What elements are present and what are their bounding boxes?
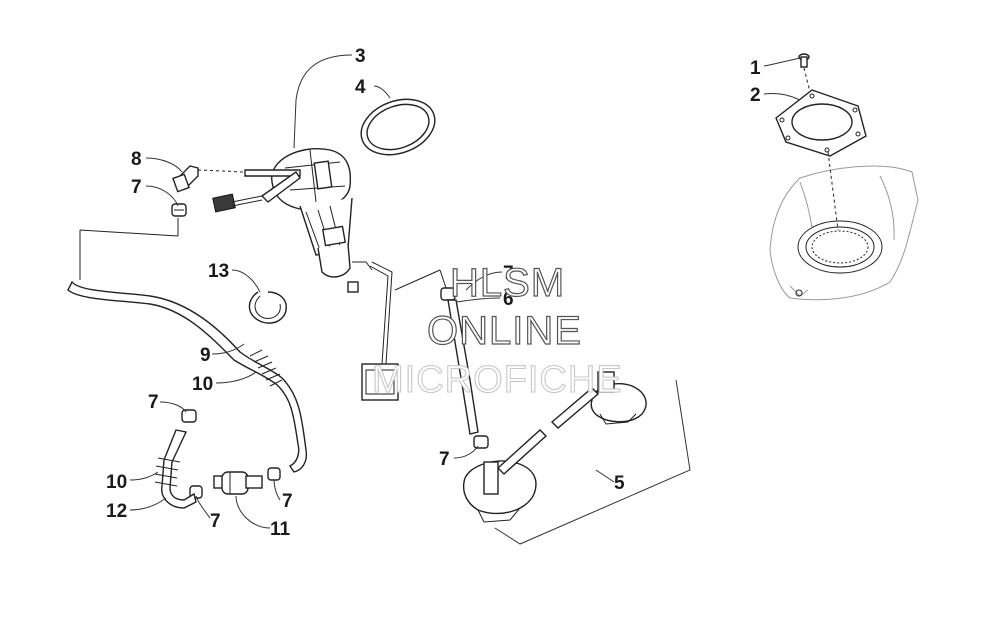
callout-8: 8 xyxy=(131,149,142,170)
fuel-hose xyxy=(67,218,308,473)
o-ring xyxy=(360,98,436,156)
watermark: HLSM ONLINE MICROFICHE xyxy=(371,260,623,401)
callout-1: 1 xyxy=(750,58,761,79)
callout-11: 11 xyxy=(270,519,291,540)
tank-gasket xyxy=(775,89,867,231)
fuel-tank-outline xyxy=(769,165,919,301)
callout-7-filter-right: 7 xyxy=(282,491,293,512)
callout-7-left: 7 xyxy=(148,392,159,413)
callout-10-short: 10 xyxy=(106,472,127,493)
callout-9: 9 xyxy=(200,345,211,366)
callout-6: 6 xyxy=(503,289,514,310)
screw xyxy=(798,53,811,93)
callout-4: 4 xyxy=(355,77,366,98)
watermark-microfiche: MICROFICHE xyxy=(372,359,623,401)
callout-7-lower: 7 xyxy=(439,449,450,470)
elbow-fitting xyxy=(172,165,245,193)
spring-guard-main xyxy=(249,349,283,387)
callout-7-upper: 7 xyxy=(131,177,142,198)
fuel-filter xyxy=(213,471,263,495)
callout-7-filter-left: 7 xyxy=(210,511,221,532)
callout-13: 13 xyxy=(208,261,229,282)
callout-12: 12 xyxy=(106,501,127,522)
callout-3: 3 xyxy=(355,46,366,67)
hose-clamp-filter-right xyxy=(267,467,281,481)
callout-labels: 1 2 3 4 5 6 7 7 7 7 7 7 8 9 10 10 11 12 … xyxy=(106,46,761,540)
hose-clamp-upper xyxy=(171,203,187,217)
hose-clamp-lower xyxy=(473,435,489,449)
callout-2: 2 xyxy=(750,85,761,106)
callout-5: 5 xyxy=(614,473,625,494)
vent-hose xyxy=(394,269,479,435)
hose-clamp-left xyxy=(181,409,197,423)
rollover-valve-assembly xyxy=(462,371,691,545)
watermark-hlsm: HLSM xyxy=(450,261,565,305)
retainer-ring xyxy=(248,291,287,324)
callout-7-vent-top: 7 xyxy=(503,263,514,284)
short-fuel-hose xyxy=(154,429,197,509)
watermark-online: ONLINE xyxy=(427,309,582,353)
leader-lines xyxy=(129,54,801,529)
fuel-pump-assembly xyxy=(212,148,399,401)
callout-10-main: 10 xyxy=(192,374,213,395)
